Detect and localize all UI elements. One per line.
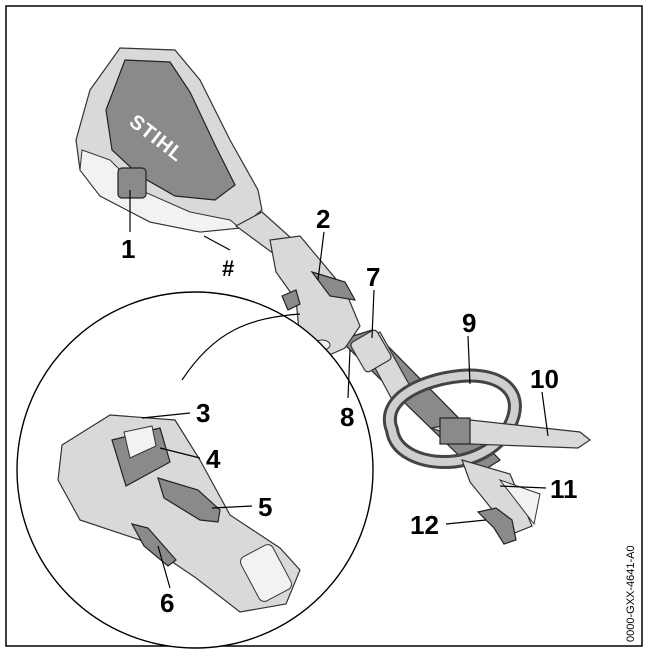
callout-7: 7: [366, 262, 380, 292]
callout-12: 12: [410, 510, 439, 540]
callout-11: 11: [550, 474, 578, 504]
callout-9: 9: [462, 308, 476, 338]
callout-8: 8: [340, 402, 354, 432]
detail-view: [16, 291, 374, 649]
callout-3: 3: [196, 398, 210, 428]
engine-housing: [75, 47, 263, 233]
drawing-code: 0000-GXX-4641-A0: [625, 545, 637, 642]
shaft-clamp: [350, 329, 392, 373]
wing-screw: [476, 507, 517, 545]
barrier-bar: [429, 417, 592, 449]
callout-5: 5: [258, 492, 272, 522]
detail-leader: [181, 313, 301, 381]
hash-marker: #: [222, 256, 234, 281]
callout-6: 6: [160, 588, 174, 618]
grip-handle: [461, 459, 541, 535]
callout-4: 4: [206, 444, 221, 474]
callout-2: 2: [316, 204, 330, 234]
callout-1: 1: [121, 234, 135, 264]
leader-lines: [129, 190, 549, 589]
callout-labels: 1 2 3 4 5 6 7 8 9 10 11 12 #: [121, 204, 578, 618]
callout-10: 10: [530, 364, 559, 394]
loop-handle: [382, 368, 522, 470]
